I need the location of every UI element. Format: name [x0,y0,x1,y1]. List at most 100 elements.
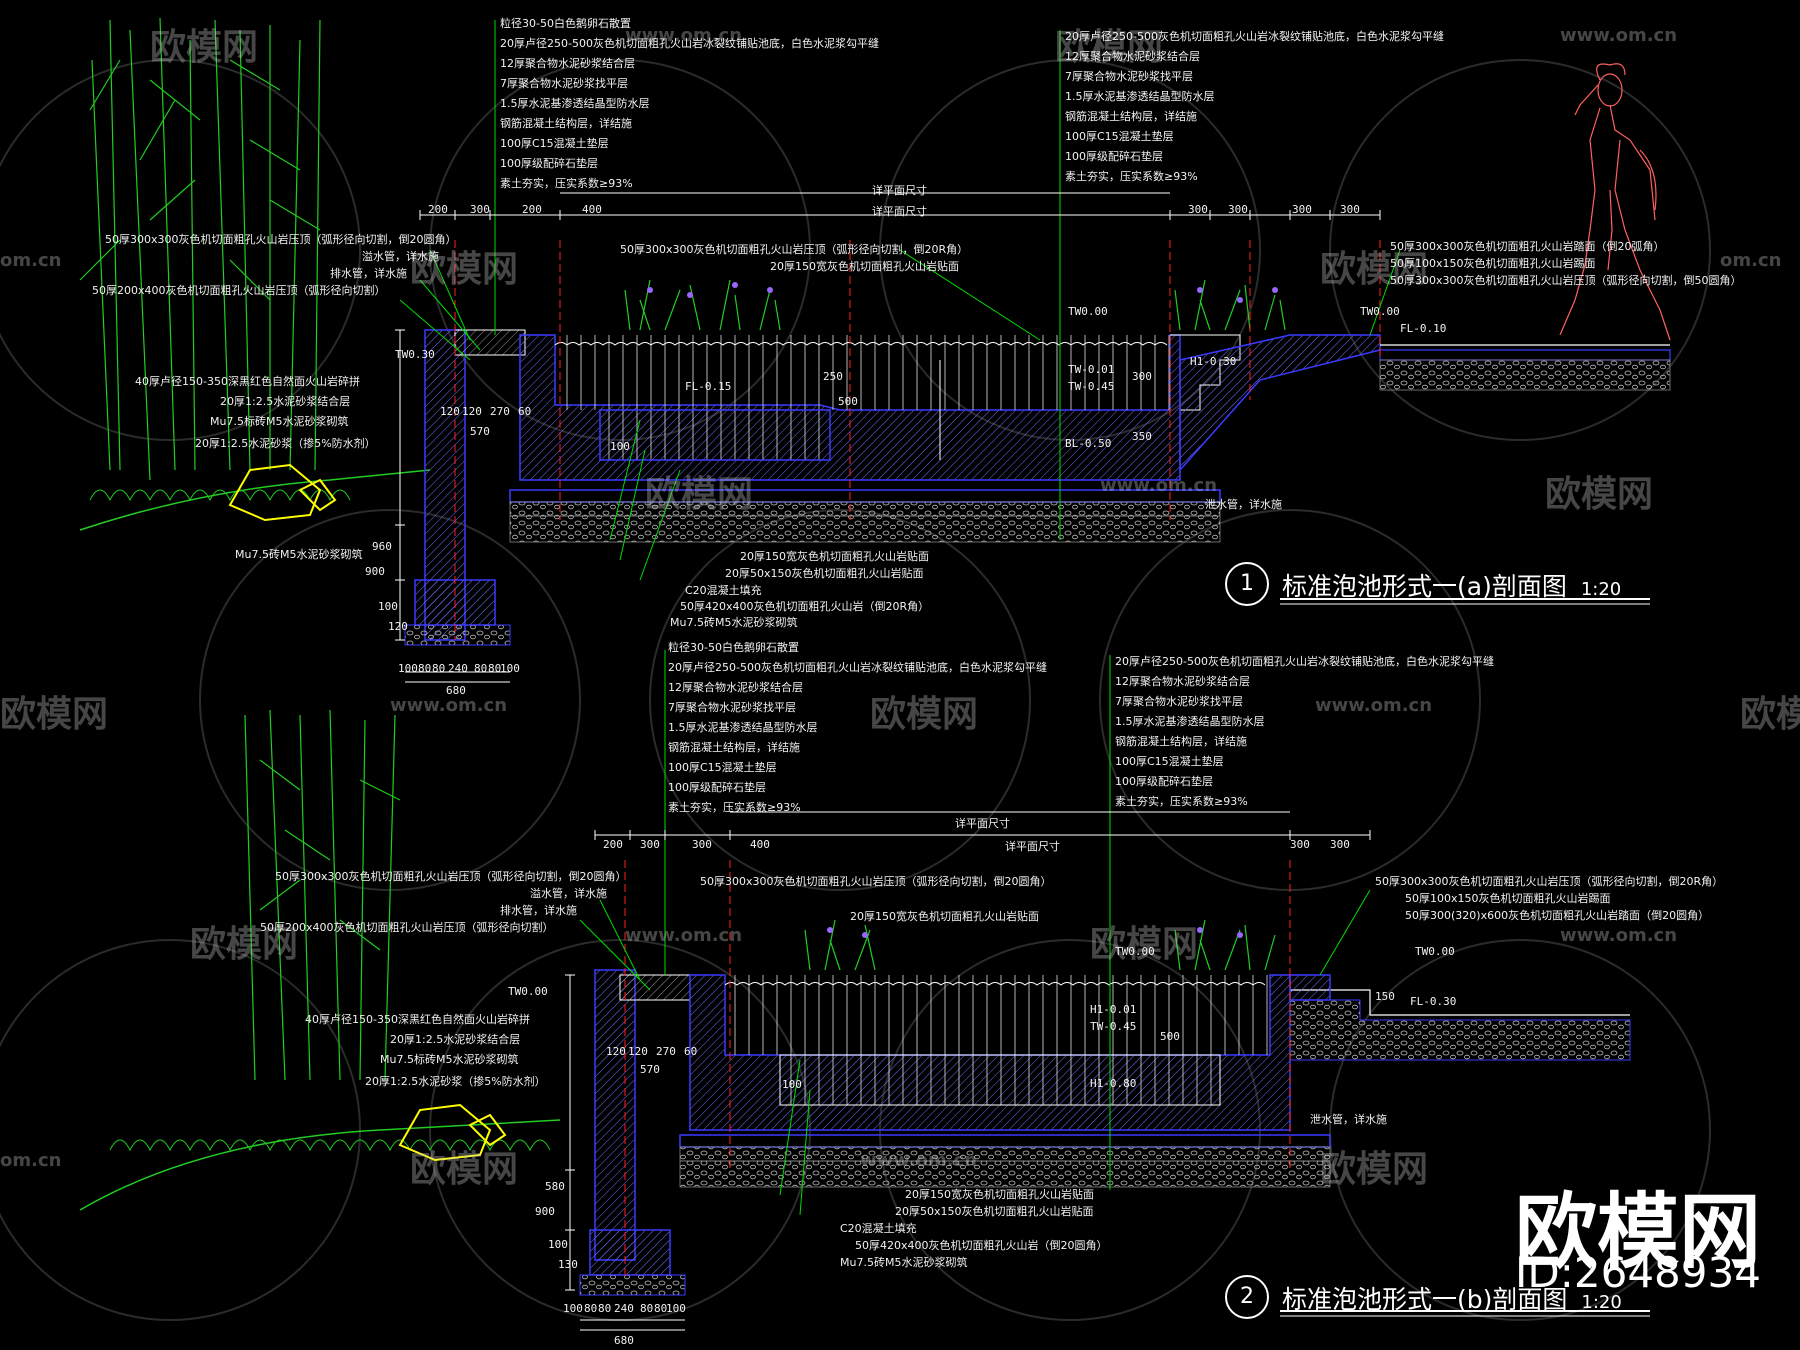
note: 溢水管，详水施 [362,250,439,263]
note: 1.5厚水泥基渗透结晶型防水层 [500,97,650,110]
dim: 100 [500,662,520,675]
watermark-logo: 欧模网 [1055,27,1164,68]
note: 100厚级配碎石垫层 [1115,775,1213,788]
note: 50厚300x300灰色机切面粗孔火山岩压顶（弧形径向切割，倒20圆角） [275,870,627,883]
watermark-logo: 欧模网 [870,694,979,735]
pool-plants-a [624,279,1286,331]
note: 50厚300x300灰色机切面粗孔火山岩压顶（弧形径向切割，倒20R角） [1375,875,1724,888]
note: 100厚C15混凝土垫层 [668,761,777,774]
watermark-logo: 欧模网 [645,474,754,515]
dim: 100 [563,1302,583,1315]
note: 溢水管，详水施 [530,887,607,900]
note: 12厚聚合物水泥砂浆结合层 [668,681,803,694]
note: 20厚150宽灰色机切面粗孔火山岩贴面 [905,1188,1094,1201]
note: 50厚100x150灰色机切面粗孔火山岩踢面 [1405,892,1611,905]
note: 50厚300x300灰色机切面粗孔火山岩压顶（弧形径向切割，倒20圆角） [105,233,457,246]
level: TW-0.45 [1090,1020,1137,1033]
note: 50厚300x300灰色机切面粗孔火山岩踏面（倒20弧角） [1390,240,1665,253]
shrubs-b [109,1139,551,1152]
note: 1.5厚水泥基渗透结晶型防水层 [668,721,818,734]
rocks-b [398,1103,507,1162]
level: TW0.30 [395,348,435,361]
note: 钢筋混凝土结构层，详结施 [1115,735,1247,748]
watermark-url: www.om.cn [625,925,743,946]
scale-text: 1:20 [1580,579,1622,600]
dim: 80 [640,1302,654,1315]
human-figure [1559,63,1671,341]
bamboo-plants-a [79,17,321,481]
level: TW0.00 [1068,305,1108,318]
watermark-url: www.om.cn [1100,475,1218,496]
dim: 300 [692,838,712,851]
watermark-logo: 欧模网 [410,249,519,290]
level: TW-0.01 [1068,363,1115,376]
note: 泄水管，详水施 [1310,1113,1387,1126]
dim: 100 [398,662,418,675]
note: 12厚聚合物水泥砂浆结合层 [1065,50,1200,63]
level: TW-0.45 [1068,380,1115,393]
level: BL-0.50 [1065,437,1112,450]
dim: 900 [365,565,385,578]
note: C20混凝土填充 [685,584,762,597]
note: 7厚聚合物水泥砂浆找平层 [1065,70,1193,83]
dim: 200 [603,838,623,851]
section-a-drawing [79,17,1671,683]
dim: 80 [598,1302,612,1315]
watermark-url: www.om.cn [1560,25,1678,46]
note: 素土夯实，压实系数≥93% [668,801,801,814]
title-text: 标准泡池形式一(b)剖面图 [1282,1285,1568,1314]
note: 20厚50x150灰色机切面粗孔火山岩贴面 [895,1205,1094,1218]
level: FL-0.10 [1400,322,1447,335]
note: 100厚级配碎石垫层 [1065,150,1163,163]
note: Mu7.5砖M5水泥砂浆砌筑 [670,616,798,629]
dim: 60 [684,1045,698,1058]
dim: 240 [614,1302,634,1315]
watermark-url: www.om.cn [860,1150,978,1171]
note: 50厚300x300灰色机切面粗孔火山岩压顶（弧形径向切割，倒20R角） [620,243,969,256]
dim: 130 [558,1258,578,1271]
level: FL-0.15 [685,380,732,393]
watermark-url: www.om.cn [1315,695,1433,716]
note: Mu7.5砖M5水泥砂浆砌筑 [235,548,363,561]
note: 100厚C15混凝土垫层 [1065,130,1174,143]
watermark-url: om.cn [1720,250,1782,271]
note: 钢筋混凝土结构层，详结施 [500,117,632,130]
level: FL-0.30 [1410,995,1457,1008]
dim: 详平面尺寸 [872,184,927,197]
dim: 570 [640,1063,660,1076]
dim: 120 [606,1045,626,1058]
dim: 400 [582,203,602,216]
note: 20厚卢径250-500灰色机切面粗孔火山岩冰裂纹铺贴池底，白色水泥浆勾平缝 [668,661,1047,674]
section-a-title: 标准泡池形式一(a)剖面图 1:20 [1282,567,1621,603]
note: 7厚聚合物水泥砂浆找平层 [500,77,628,90]
watermark-url: www.om.cn [390,695,508,716]
title-text: 标准泡池形式一(a)剖面图 [1282,572,1567,601]
note: 20厚卢径250-500灰色机切面粗孔火山岩冰裂纹铺贴池底，白色水泥浆勾平缝 [500,37,879,50]
note: 50厚200x400灰色机切面粗孔火山岩压顶（弧形径向切割） [92,284,386,297]
note: 排水管，详水施 [330,267,407,280]
dim: 80 [584,1302,598,1315]
dim: 400 [750,838,770,851]
dim: 300 [640,838,660,851]
dim: 120 [462,405,482,418]
note: 20厚150宽灰色机切面粗孔火山岩贴面 [740,550,929,563]
note: 1.5厚水泥基渗透结晶型防水层 [1065,90,1215,103]
scale-text: 1:20 [1581,1292,1622,1313]
dim: 350 [1132,430,1152,443]
section-b-title: 标准泡池形式一(b)剖面图 1:20 [1282,1280,1622,1316]
watermark-logo: 欧模网 [0,694,109,735]
note: 50厚200x400灰色机切面粗孔火山岩压顶（弧形径向切割） [260,921,554,934]
dim: 80 [474,662,488,675]
note: 50厚300x300灰色机切面粗孔火山岩压顶（弧形径向切割，倒20圆角） [700,875,1052,888]
dim: 500 [1160,1030,1180,1043]
watermark-logo: 欧模网 [1090,924,1199,965]
dim: 240 [448,662,468,675]
note: 20厚1:2.5水泥砂浆结合层 [390,1033,521,1046]
level: H1-0.80 [1090,1077,1137,1090]
note: Mu7.5砖M5水泥砂浆砌筑 [840,1256,968,1269]
dim: 80 [488,662,502,675]
note: 20厚150宽灰色机切面粗孔火山岩贴面 [850,910,1039,923]
dim: 详平面尺寸 [955,817,1010,830]
section-a-number: 1 [1225,562,1269,606]
